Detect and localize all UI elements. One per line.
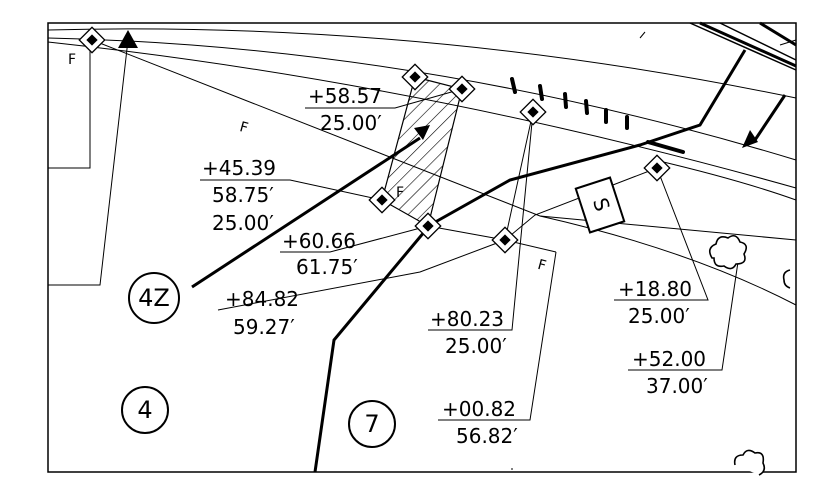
station-label: +84.82 59.27′ — [225, 287, 299, 339]
station-label: +80.23 25.00′ — [430, 307, 507, 358]
station-distance: 58.75′ — [212, 183, 274, 207]
station-distance: 25.00′ — [628, 304, 690, 328]
survey-point — [414, 212, 442, 240]
station-label: +45.39 58.75′ 25.00′ — [200, 156, 290, 235]
circle-4 — [121, 386, 169, 434]
fence-mark: F — [536, 257, 548, 275]
station-label: +18.80 25.00′ — [618, 277, 692, 328]
leader-lines — [200, 88, 739, 470]
fence-mark: F — [238, 119, 250, 137]
station-offset: +52.00 — [632, 347, 706, 371]
station-offset: +58.57 — [308, 84, 382, 108]
survey-point — [491, 226, 519, 254]
station-label: +52.00 37.00′ — [632, 347, 708, 398]
survey-points — [78, 26, 671, 254]
shrub-icon — [733, 449, 766, 476]
circle-label: 7 — [364, 410, 379, 438]
station-label: +58.57 25.00′ — [308, 84, 382, 135]
road-edge-top-right — [639, 21, 797, 71]
survey-point — [643, 154, 671, 182]
shrub-icon — [782, 269, 791, 289]
station-label: +00.82 56.82′ — [442, 397, 518, 448]
survey-point — [401, 63, 429, 91]
station-offset: +84.82 — [225, 287, 299, 311]
left-boundary-lines — [48, 39, 129, 286]
circle-label: 4 — [137, 396, 152, 424]
drawing-frame — [47, 22, 797, 473]
station-distance: 37.00′ — [646, 374, 708, 398]
heavy-lines — [191, 49, 787, 473]
curb-ticks — [510, 77, 685, 154]
station-distance: 25.00′ — [445, 334, 507, 358]
station-distance: 25.00′ — [320, 111, 382, 135]
station-offset: +60.66 — [282, 229, 356, 253]
station-distance: 25.00′ — [212, 211, 274, 235]
control-point-triangle — [118, 30, 138, 48]
parcel-circles: 4Z 4 7 — [121, 272, 396, 448]
survey-point — [448, 75, 476, 103]
shrub-icon — [708, 234, 748, 270]
station-labels: +58.57 25.00′ +45.39 58.75′ 25.00′ +60.6… — [200, 84, 708, 448]
arrow-head-right — [742, 130, 758, 148]
survey-point — [78, 26, 106, 54]
fence-marks: F F F F — [68, 52, 548, 274]
circle-7 — [348, 400, 396, 448]
station-offset: +45.39 — [202, 156, 276, 180]
station-distance: 61.75′ — [296, 255, 358, 279]
station-distance: 59.27′ — [233, 315, 295, 339]
hatched-area — [381, 76, 463, 227]
survey-point — [519, 98, 547, 126]
station-offset: +00.82 — [442, 397, 516, 421]
survey-point — [368, 186, 396, 214]
station-offset: +18.80 — [618, 277, 692, 301]
circle-4z — [128, 272, 180, 324]
fence-mark: F — [396, 185, 404, 201]
station-distance: 56.82′ — [456, 424, 518, 448]
sign-symbol: S — [574, 176, 626, 234]
circle-label: 4Z — [138, 284, 170, 312]
fence-mark: F — [68, 52, 76, 68]
shrub-symbols — [708, 234, 791, 476]
station-offset: +80.23 — [430, 307, 504, 331]
station-label: +60.66 61.75′ — [282, 229, 358, 279]
